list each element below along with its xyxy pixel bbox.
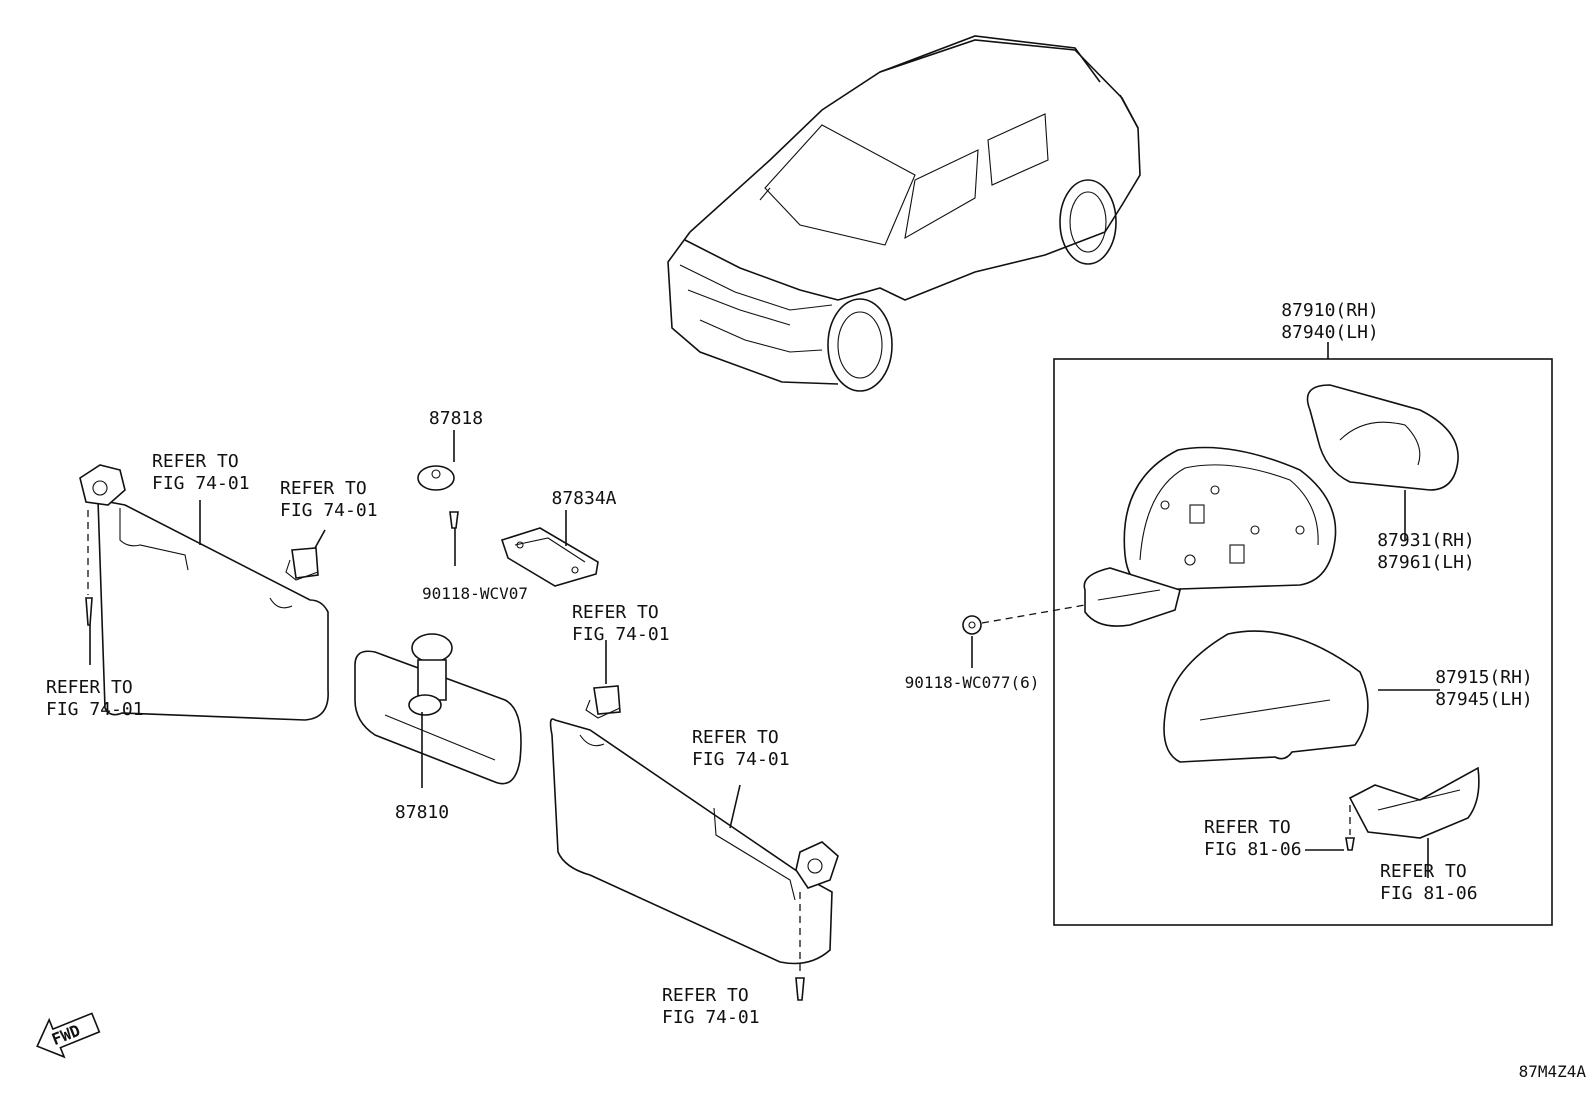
figure-code: 87M4Z4A <box>1519 1062 1587 1081</box>
refer-note-7-line1: REFER TO <box>1204 817 1291 838</box>
refer-note-8-line2: FIG 81-06 <box>1380 883 1478 904</box>
refer-note-2-line1: REFER TO <box>280 478 367 499</box>
refer-note-1-line1: REFER TO <box>152 451 239 472</box>
part-87834a-group <box>500 510 599 587</box>
refer-note-7-line2: FIG 81-06 <box>1204 839 1302 860</box>
mirror-cover <box>1163 630 1440 763</box>
label-87931: 87931(RH) <box>1377 530 1475 551</box>
refer-note-1-line2: FIG 74-01 <box>152 473 250 494</box>
label-87834a: 87834A <box>551 488 616 509</box>
part-87818-group <box>417 430 459 566</box>
label-87940: 87940(LH) <box>1281 322 1379 343</box>
label-87961: 87961(LH) <box>1377 552 1475 573</box>
leader-lines <box>89 500 741 829</box>
mirror-base-housing <box>1083 446 1337 627</box>
label-87910: 87910(RH) <box>1281 300 1379 321</box>
refer-note-8-line1: REFER TO <box>1380 861 1467 882</box>
clip-center <box>585 640 621 719</box>
sun-visor-left <box>79 464 329 721</box>
label-87915: 87915(RH) <box>1435 667 1533 688</box>
refer-note-3-line2: FIG 74-01 <box>46 699 144 720</box>
mirror-glass <box>1306 384 1459 540</box>
refer-note-2-line2: FIG 74-01 <box>280 500 378 521</box>
sun-visor-right <box>549 718 839 1001</box>
part-87810-inner-mirror <box>354 633 522 788</box>
vehicle-illustration <box>667 35 1141 392</box>
refer-note-3-line1: REFER TO <box>46 677 133 698</box>
refer-note-5-line1: REFER TO <box>692 727 779 748</box>
label-87945: 87945(LH) <box>1435 689 1533 710</box>
part-90118-wc077-nut <box>962 604 1086 668</box>
fwd-arrow-icon <box>36 1012 101 1059</box>
label-90118-wcv07: 90118-WCV07 <box>422 584 528 603</box>
turn-signal-lamp <box>1305 766 1480 878</box>
refer-note-4-line2: FIG 74-01 <box>572 624 670 645</box>
label-87810: 87810 <box>395 802 449 823</box>
label-87818: 87818 <box>429 408 483 429</box>
refer-note-4-line1: REFER TO <box>572 602 659 623</box>
refer-note-6-line2: FIG 74-01 <box>662 1007 760 1028</box>
refer-note-6-line1: REFER TO <box>662 985 749 1006</box>
refer-note-5-line2: FIG 74-01 <box>692 749 790 770</box>
outer-mirror-box <box>1053 342 1553 926</box>
label-90118-wc077: 90118-WC077(6) <box>905 673 1040 692</box>
